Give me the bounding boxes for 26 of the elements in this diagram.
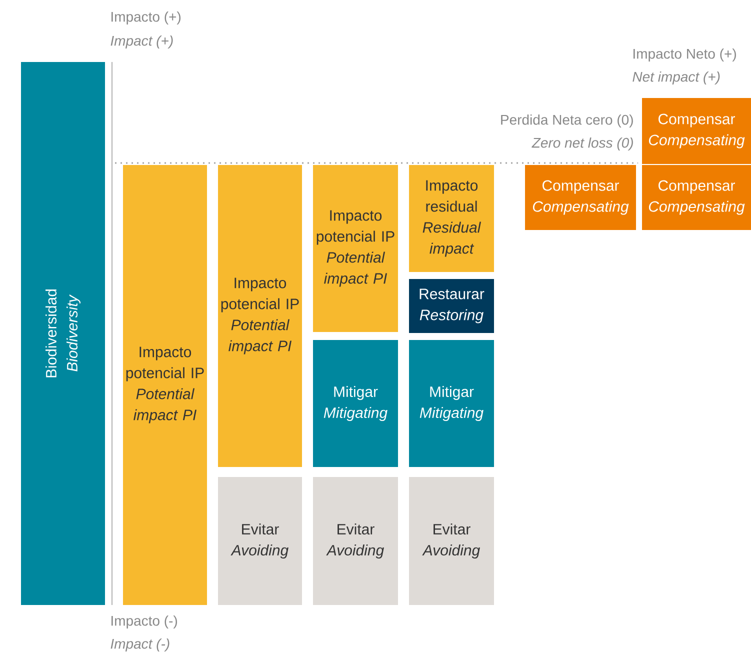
impact-box: Impacto residual Residual impact xyxy=(409,165,494,272)
node-label: Compensar xyxy=(658,114,736,128)
axis-label: Zero net loss (0) xyxy=(532,137,633,151)
axis-label: Perdida Neta cero (0) xyxy=(501,114,633,128)
avoid-box: Evitar Avoiding xyxy=(313,477,398,605)
compensate-box: Compensar Compensating xyxy=(642,165,751,230)
restore-box: Restaurar Restoring xyxy=(409,279,494,333)
axis-label: Impact (+) xyxy=(110,35,173,49)
node-label: Compensating xyxy=(648,134,745,148)
compensate-box: Compensar Compensating xyxy=(642,98,751,164)
avoid-box: Evitar Avoiding xyxy=(218,477,302,605)
compensate-box: Compensar Compensating xyxy=(525,165,636,230)
axis-label: Impacto (+) xyxy=(112,11,181,25)
axis-label: Impact (-) xyxy=(110,638,170,652)
impact-box: Impacto potencial IP Potential impact PI xyxy=(218,165,302,467)
node-label: Compensating xyxy=(648,200,745,215)
impact-box: Impacto potencial IP Potential impact PI xyxy=(313,165,398,332)
avoid-box: Evitar Avoiding xyxy=(409,477,494,605)
impact-box: Impacto potencial IP Potential impact PI xyxy=(123,165,207,605)
node-label: Compensar xyxy=(658,180,736,194)
mitigate-box: Mitigar Mitigating xyxy=(313,340,398,467)
axis-label: Net impact (+) xyxy=(632,71,720,85)
axis-label: Impacto (-) xyxy=(112,615,177,629)
mitigate-box: Mitigar Mitigating xyxy=(409,340,494,467)
axis-label: Impacto Neto (+) xyxy=(634,48,736,62)
biodiversity-bar: Biodiversidad Biodiversity xyxy=(21,62,105,605)
